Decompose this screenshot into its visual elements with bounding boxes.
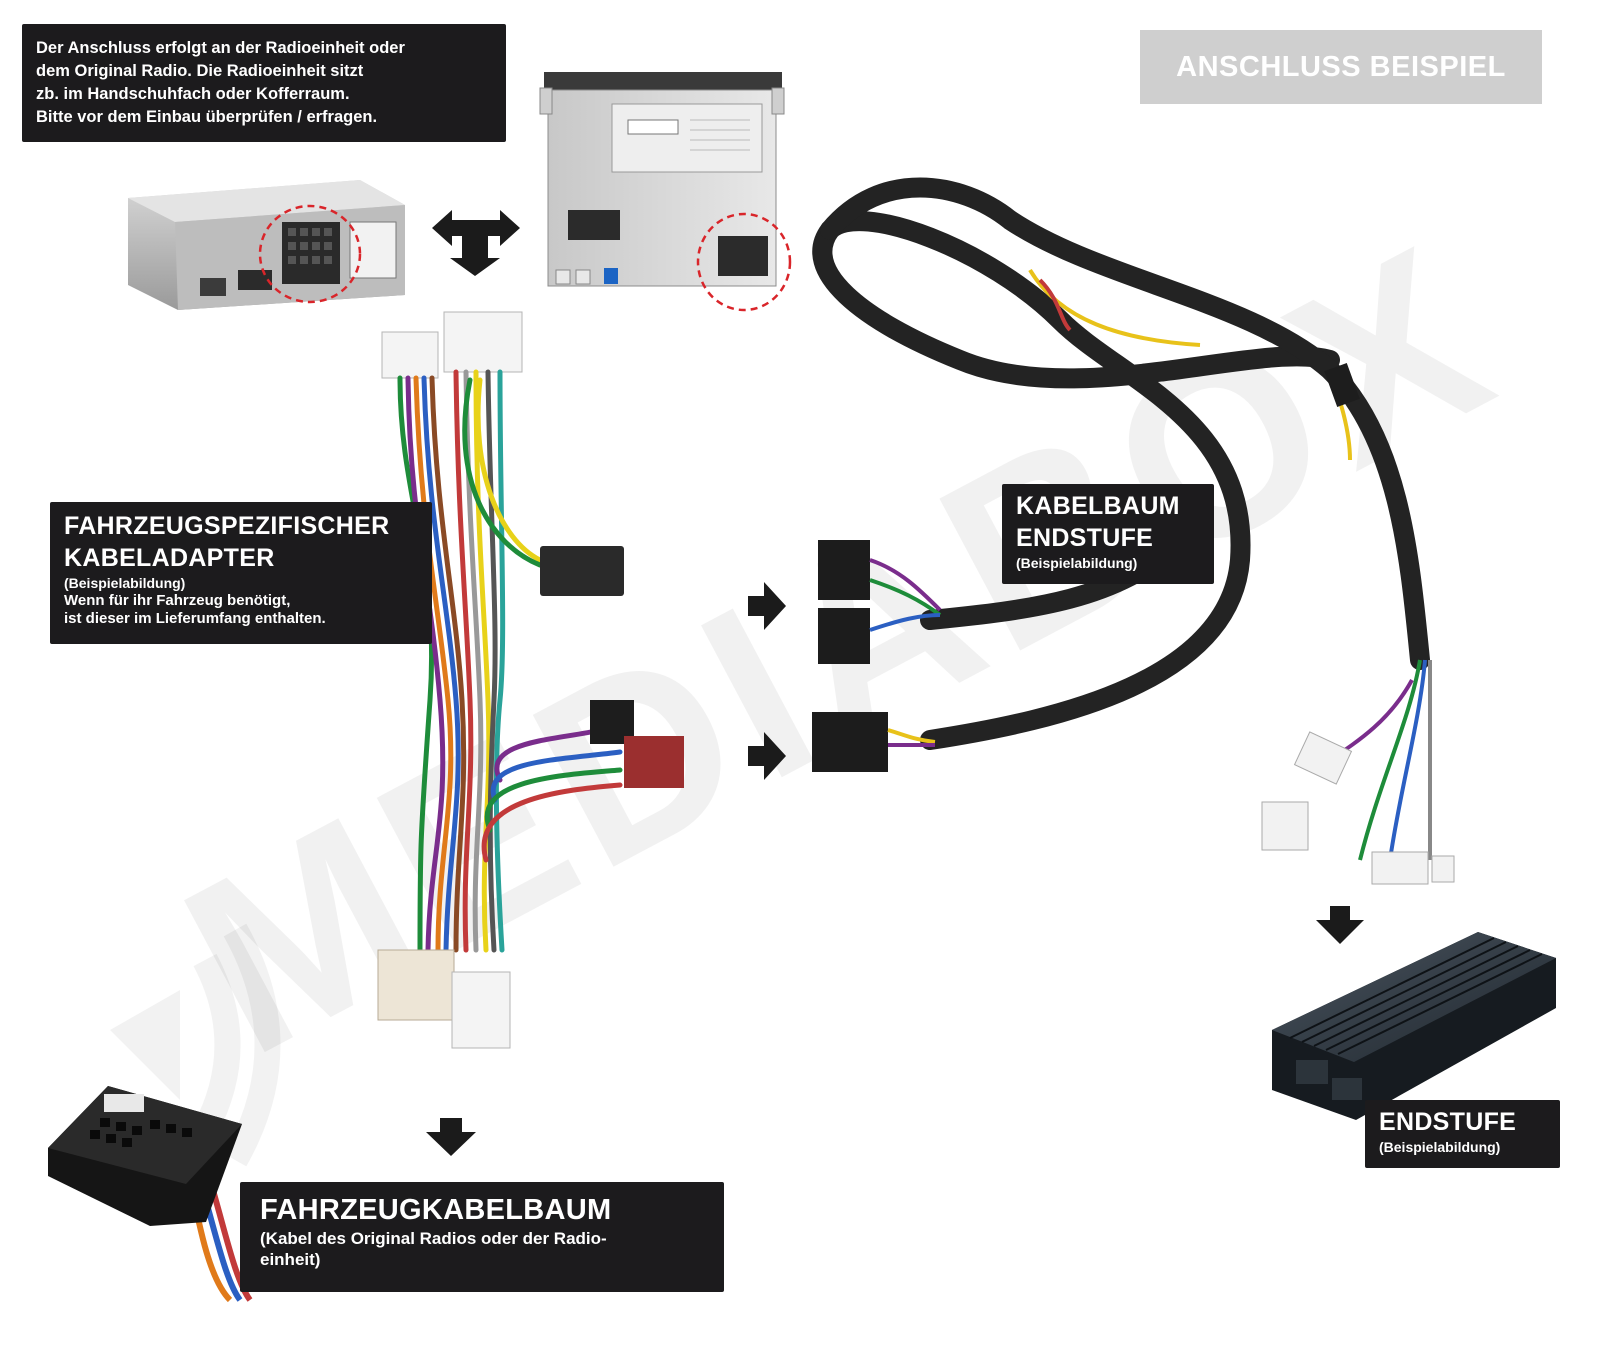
vehicle-sub-line-2: einheit) xyxy=(260,1250,321,1269)
amplifier-caption: (Beispielabildung) xyxy=(1379,1139,1501,1155)
original-radio-image xyxy=(539,72,792,312)
vehicle-title: FAHRZEUGKABELBAUM xyxy=(260,1194,612,1226)
harness-title-line-2: ENDSTUFE xyxy=(1016,524,1154,552)
harness-title-line-1: KABELBAUM xyxy=(1016,492,1180,520)
arrow-down-icon-amplifier xyxy=(1316,906,1364,944)
vehicle-sub-line-1: (Kabel des Original Radios oder der Radi… xyxy=(260,1229,607,1248)
note-line-1: Der Anschluss erfolgt an der Radioeinhei… xyxy=(36,39,405,57)
amplifier-image xyxy=(1272,932,1556,1120)
adapter-title-line-2: KABELADAPTER xyxy=(64,544,275,572)
note-line-3: zb. im Handschuhfach oder Kofferraum. xyxy=(36,85,350,103)
arrow-right-icon-2 xyxy=(748,732,786,780)
note-line-4: Bitte vor dem Einbau überprüfen / erfrag… xyxy=(36,108,378,126)
example-badge: ANSCHLUSS BEISPIEL xyxy=(1140,30,1542,104)
installation-note: Der Anschluss erfolgt an der Radioeinhei… xyxy=(22,24,506,142)
harness-label: KABELBAUM ENDSTUFE (Beispielabildung) xyxy=(1002,484,1214,584)
adapter-desc-line-1: Wenn für ihr Fahrzeug benötigt, xyxy=(64,592,291,609)
adapter-title-line-1: FAHRZEUGSPEZIFISCHER xyxy=(64,512,390,540)
radio-unit-image xyxy=(128,180,405,310)
amplifier-harness-image xyxy=(812,177,1455,885)
adapter-caption: (Beispielabildung) xyxy=(64,575,186,591)
watermark-speaker-icon xyxy=(110,923,281,1167)
arrow-down-icon-vehicle xyxy=(426,1118,476,1156)
note-line-2: dem Original Radio. Die Radioeinheit sit… xyxy=(36,62,364,80)
vehicle-adapter-image xyxy=(377,311,684,1049)
adapter-label: FAHRZEUGSPEZIFISCHER KABELADAPTER (Beisp… xyxy=(50,502,432,644)
vehicle-harness-label: FAHRZEUGKABELBAUM (Kabel des Original Ra… xyxy=(240,1182,724,1292)
vehicle-connector-image xyxy=(48,1086,253,1303)
arrow-right-icon-1 xyxy=(748,582,786,630)
adapter-desc-line-2: ist dieser im Lieferumfang enthalten. xyxy=(64,610,326,627)
amplifier-label: ENDSTUFE (Beispielabildung) xyxy=(1365,1100,1560,1168)
double-arrow-icon xyxy=(432,210,520,276)
harness-caption: (Beispielabildung) xyxy=(1016,555,1138,571)
amplifier-title: ENDSTUFE xyxy=(1379,1108,1517,1136)
